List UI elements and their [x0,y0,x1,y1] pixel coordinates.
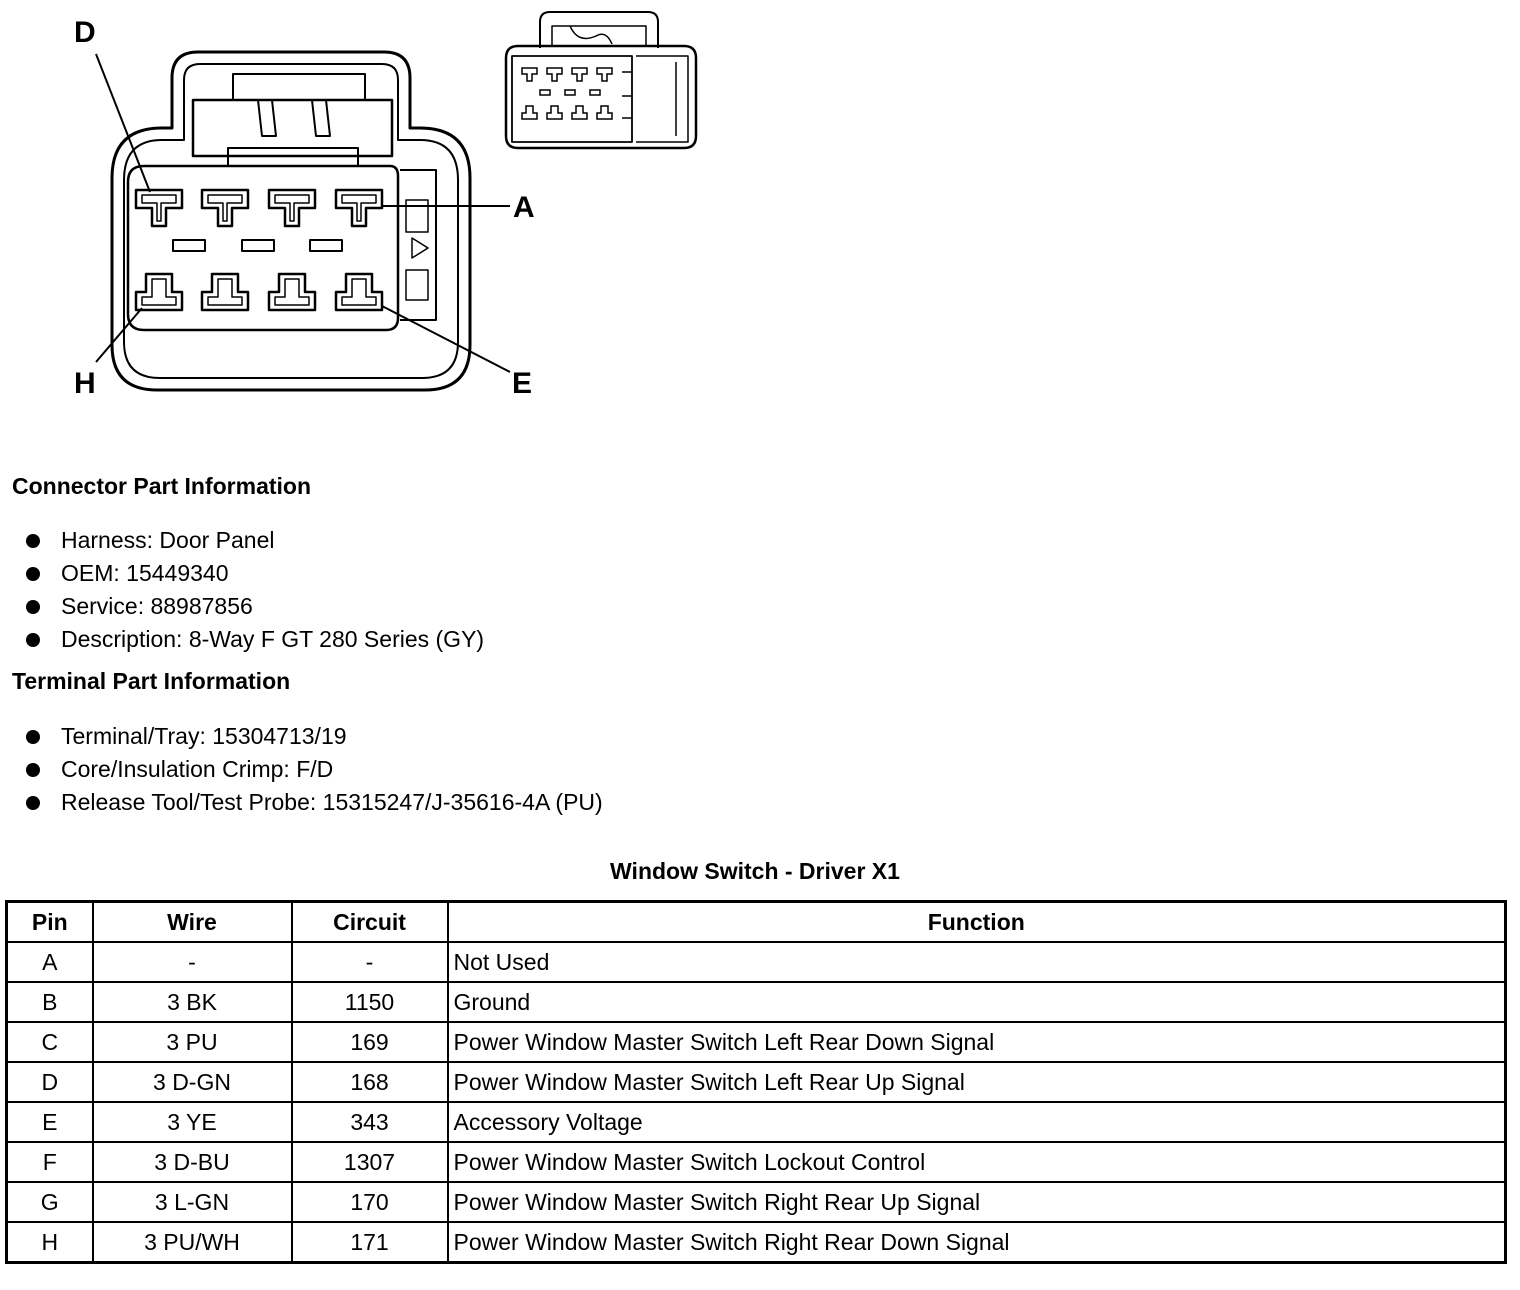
cell-wire: - [91,941,293,983]
list-item: Service: 88987856 [26,590,484,623]
table-row: B 3 BK 1150 Ground [5,981,1507,1023]
list-item: Harness: Door Panel [26,524,484,557]
cell-pin: D [5,1061,94,1103]
bullet-icon [26,566,40,581]
table-row: E 3 YE 343 Accessory Voltage [5,1101,1507,1143]
cell-pin: H [5,1221,94,1264]
cell-circuit: 169 [290,1021,449,1063]
table-title: Window Switch - Driver X1 [610,858,900,884]
table-row: A - - Not Used [5,941,1507,983]
connector-info-list: Harness: Door Panel OEM: 15449340 Servic… [26,524,484,656]
cell-wire: 3 D-BU [91,1141,293,1183]
cell-function: Ground [446,981,1507,1023]
header-function: Function [446,900,1507,943]
cell-function: Not Used [446,941,1507,983]
table-row: G 3 L-GN 170 Power Window Master Switch … [5,1181,1507,1223]
cell-wire: 3 YE [91,1101,293,1143]
cell-wire: 3 L-GN [91,1181,293,1223]
cell-function: Power Window Master Switch Left Rear Up … [446,1061,1507,1103]
table-row: D 3 D-GN 168 Power Window Master Switch … [5,1061,1507,1103]
bullet-icon [26,762,40,777]
cell-pin: C [5,1021,94,1063]
cell-pin: F [5,1141,94,1183]
cell-circuit: - [290,941,449,983]
cell-function: Power Window Master Switch Right Rear Do… [446,1221,1507,1264]
table-row: H 3 PU/WH 171 Power Window Master Switch… [5,1221,1507,1264]
bullet-icon [26,599,40,614]
list-item: OEM: 15449340 [26,557,484,590]
connector-diagram: D A H E [74,11,698,400]
bullet-icon [26,533,40,548]
pin-label-h: H [74,367,96,400]
bullet-icon [26,632,40,647]
table-header-row: Pin Wire Circuit Function [5,900,1507,943]
cell-pin: B [5,981,94,1023]
cell-pin: G [5,1181,94,1223]
cell-function: Accessory Voltage [446,1101,1507,1143]
header-pin: Pin [5,900,94,943]
table-row: C 3 PU 169 Power Window Master Switch Le… [5,1021,1507,1063]
cell-circuit: 170 [290,1181,449,1223]
list-item: Terminal/Tray: 15304713/19 [26,720,603,753]
bullet-icon [26,729,40,744]
cell-function: Power Window Master Switch Lockout Contr… [446,1141,1507,1183]
cell-circuit: 343 [290,1101,449,1143]
cell-wire: 3 D-GN [91,1061,293,1103]
pin-table: Pin Wire Circuit Function A - - Not Used… [5,900,1507,1264]
cell-circuit: 1307 [290,1141,449,1183]
terminal-info-list: Terminal/Tray: 15304713/19 Core/Insulati… [26,720,603,819]
pin-label-a: A [513,191,535,224]
pin-label-e: E [512,367,532,400]
cell-wire: 3 PU/WH [91,1221,293,1264]
header-wire: Wire [91,900,293,943]
connector-thumbnail [504,11,698,150]
cell-wire: 3 PU [91,1021,293,1063]
header-circuit: Circuit [290,900,449,943]
cell-circuit: 168 [290,1061,449,1103]
table-row: F 3 D-BU 1307 Power Window Master Switch… [5,1141,1507,1183]
cell-circuit: 171 [290,1221,449,1264]
pin-label-d: D [74,16,96,49]
cell-circuit: 1150 [290,981,449,1023]
terminal-info-heading: Terminal Part Information [12,668,291,694]
list-item: Core/Insulation Crimp: F/D [26,753,603,786]
list-item: Release Tool/Test Probe: 15315247/J-3561… [26,786,603,819]
cell-pin: E [5,1101,94,1143]
cell-function: Power Window Master Switch Right Rear Up… [446,1181,1507,1223]
list-item: Description: 8-Way F GT 280 Series (GY) [26,623,484,656]
cell-function: Power Window Master Switch Left Rear Dow… [446,1021,1507,1063]
cell-pin: A [5,941,94,983]
bullet-icon [26,795,40,810]
connector-info-heading: Connector Part Information [12,473,312,499]
cell-wire: 3 BK [91,981,293,1023]
